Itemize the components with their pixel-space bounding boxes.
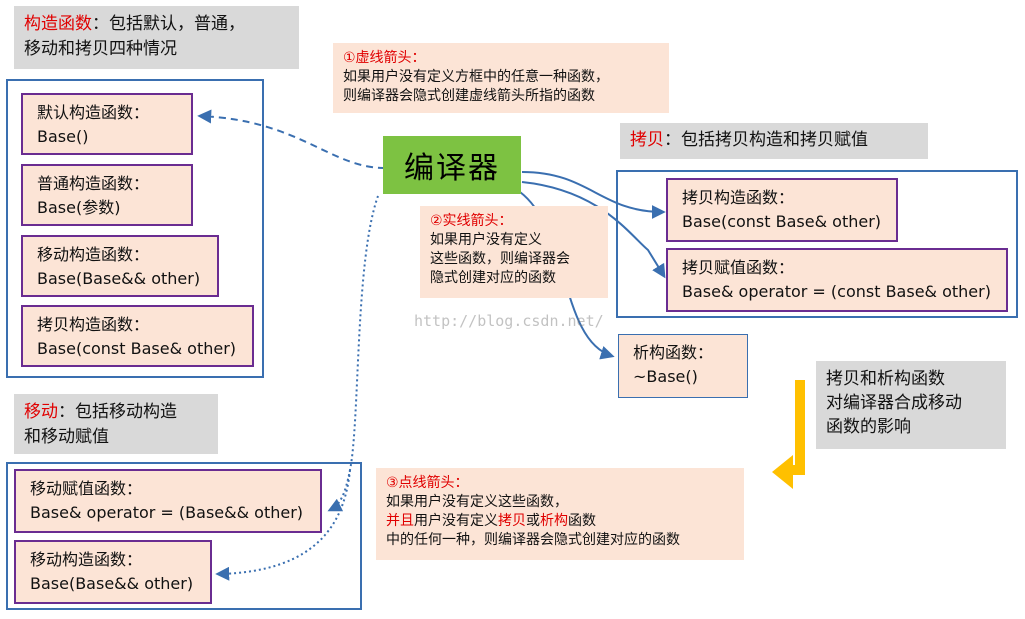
copy-ctor-box-right: 拷贝构造函数： Base(const Base& other) [666, 178, 898, 242]
note-title: ③点线箭头： [386, 475, 469, 491]
fn-name: 拷贝赋值函数： [682, 258, 795, 277]
fn-name: 移动构造函数： [37, 245, 150, 264]
fn-signature: Base(Base&& other) [37, 269, 201, 288]
fn-signature: ~Base() [633, 367, 698, 386]
fn-name: 普通构造函数： [37, 174, 150, 193]
fn-name: 拷贝构造函数： [37, 315, 150, 334]
note-line: 如果用户没有定义方框中的任意一种函数， [343, 69, 609, 85]
fn-name: 析构函数： [633, 343, 714, 362]
highlight-destructor: 析构 [540, 513, 568, 529]
fn-signature: Base(const Base& other) [682, 212, 882, 231]
default-ctor-box: 默认构造函数： Base() [21, 93, 193, 155]
constructors-header-text: ：包括默认，普通， [92, 14, 245, 34]
influence-arrow-head [772, 455, 793, 489]
move-frame [6, 462, 362, 610]
solid-arrow-copy-ctor [521, 171, 666, 219]
move-keyword: 移动 [24, 402, 58, 422]
note-title: ②实线箭头： [430, 213, 513, 229]
constructors-keyword: 构造函数 [24, 14, 92, 34]
note-title: ①虚线箭头： [343, 50, 426, 66]
note-line: 隐式创建对应的函数 [430, 270, 556, 286]
copy-assign-box: 拷贝赋值函数： Base& operator = (const Base& ot… [666, 248, 1008, 312]
influence-line: 函数的影响 [826, 417, 911, 437]
fn-signature: Base(const Base& other) [37, 339, 237, 358]
note-line: 如果用户没有定义 [430, 232, 542, 248]
fn-name: 移动赋值函数： [30, 479, 143, 498]
note-text: 用户没有定义 [414, 513, 498, 529]
dotted-arrow-note: ③点线箭头： 如果用户没有定义这些函数， 并且用户没有定义拷贝或析构函数 中的任… [376, 468, 744, 560]
copy-ctor-box: 拷贝构造函数： Base(const Base& other) [21, 305, 254, 367]
copy-header-text: ：包括拷贝构造和拷贝赋值 [664, 130, 868, 150]
fn-signature: Base& operator = (Base&& other) [30, 503, 304, 522]
fn-signature: Base& operator = (const Base& other) [682, 282, 991, 301]
highlight-and: 并且 [386, 513, 414, 529]
move-header-line2: 和移动赋值 [24, 427, 109, 447]
solid-arrow-note: ②实线箭头： 如果用户没有定义 这些函数，则编译器会 隐式创建对应的函数 [420, 206, 608, 298]
constructors-header: 构造函数：包括默认，普通， 移动和拷贝四种情况 [14, 6, 299, 69]
fn-signature: Base(Base&& other) [30, 574, 194, 593]
compiler-box: 编译器 [383, 136, 521, 194]
normal-ctor-box: 普通构造函数： Base(参数) [21, 164, 193, 226]
constructors-header-line2: 移动和拷贝四种情况 [24, 39, 177, 59]
influence-note: 拷贝和析构函数 对编译器合成移动 函数的影响 [816, 361, 1006, 449]
dashed-arrow-note: ①虚线箭头： 如果用户没有定义方框中的任意一种函数， 则编译器会隐式创建虚线箭头… [333, 43, 669, 113]
move-assign-box: 移动赋值函数： Base& operator = (Base&& other) [14, 469, 322, 533]
copy-header: 拷贝：包括拷贝构造和拷贝赋值 [620, 123, 928, 159]
influence-line: 对编译器合成移动 [826, 393, 962, 413]
watermark: http://blog.csdn.net/ [414, 312, 604, 330]
move-header: 移动：包括移动构造 和移动赋值 [14, 394, 218, 454]
destructor-box: 析构函数： ~Base() [618, 334, 748, 398]
constructors-frame [6, 79, 264, 378]
influence-line: 拷贝和析构函数 [826, 369, 945, 389]
note-line-highlighted: 并且用户没有定义拷贝或析构函数 [386, 512, 734, 531]
compiler-label: 编译器 [404, 151, 500, 186]
note-line: 如果用户没有定义这些函数， [386, 494, 568, 510]
highlight-copy: 拷贝 [498, 513, 526, 529]
note-text: 函数 [568, 513, 596, 529]
solid-arrow-copy-assign [521, 181, 666, 279]
note-line: 中的任何一种，则编译器会隐式创建对应的函数 [386, 532, 680, 548]
fn-name: 拷贝构造函数： [682, 188, 795, 207]
move-header-text: ：包括移动构造 [58, 402, 177, 422]
note-line: 则编译器会隐式创建虚线箭头所指的函数 [343, 88, 595, 104]
fn-signature: Base(参数) [37, 198, 121, 217]
note-text: 或 [526, 513, 540, 529]
move-ctor-box: 移动构造函数： Base(Base&& other) [21, 235, 219, 297]
copy-frame [616, 170, 1018, 318]
influence-arrow [790, 380, 805, 475]
move-ctor-box-bottom: 移动构造函数： Base(Base&& other) [14, 540, 212, 604]
note-line: 这些函数，则编译器会 [430, 251, 570, 267]
dashed-arrow [197, 109, 386, 169]
fn-signature: Base() [37, 127, 89, 146]
fn-name: 移动构造函数： [30, 550, 143, 569]
copy-keyword: 拷贝 [630, 130, 664, 150]
dotted-arrow-move-assign [327, 195, 379, 512]
fn-name: 默认构造函数： [37, 103, 150, 122]
